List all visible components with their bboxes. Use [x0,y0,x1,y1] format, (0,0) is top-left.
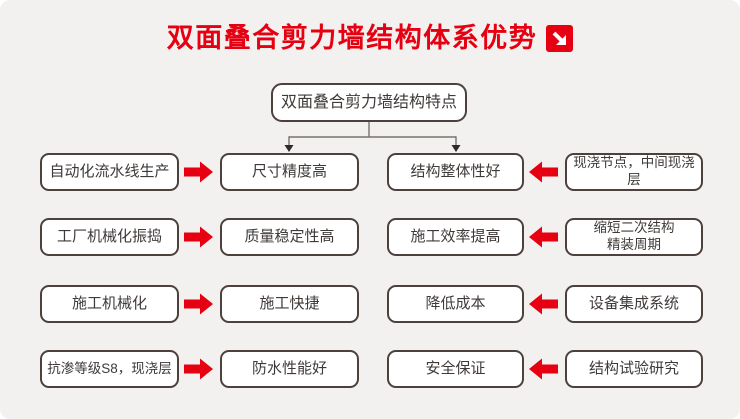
node-result-construction-efficiency: 施工效率提高 [387,218,524,256]
node-source-automated-line: 自动化流水线生产 [40,153,179,191]
node-source-impermeability-s8: 抗渗等级S8，现浇层 [40,350,179,388]
node-source-mechanized-construction: 施工机械化 [40,285,179,323]
down-arrowhead-icon [284,145,294,152]
node-result-structural-integrity: 结构整体性好 [387,153,524,191]
left-arrow-icon [528,292,558,316]
left-arrow-icon [528,357,558,381]
right-arrow-icon [184,357,214,381]
node-source-factory-vibration: 工厂机械化振捣 [40,218,179,256]
node-result-quality-stability: 质量稳定性高 [220,218,359,256]
title-bar: 双面叠合剪力墙结构体系优势 [0,18,740,58]
node-source-integrated-equipment: 设备集成系统 [565,285,703,323]
arrow-down-right-icon [546,24,574,52]
down-arrowhead-icon [451,145,461,152]
node-result-cost-reduction: 降低成本 [387,285,524,323]
right-arrow-icon [184,225,214,249]
left-arrow-icon [528,225,558,249]
node-result-waterproof-performance: 防水性能好 [220,350,359,388]
right-arrow-icon [184,160,214,184]
right-arrow-icon [184,292,214,316]
page-title: 双面叠合剪力墙结构体系优势 [166,22,538,53]
root-node: 双面叠合剪力墙结构特点 [271,83,467,122]
node-result-dimension-accuracy: 尺寸精度高 [220,153,359,191]
node-source-cast-in-place-joint: 现浇节点，中间现浇层 [565,153,703,191]
node-result-safety-guarantee: 安全保证 [387,350,524,388]
left-arrow-icon [528,160,558,184]
node-source-shorter-secondary-cycle: 缩短二次结构 精装周期 [565,218,703,256]
node-result-fast-construction: 施工快捷 [220,285,359,323]
node-source-structural-testing: 结构试验研究 [565,350,703,388]
